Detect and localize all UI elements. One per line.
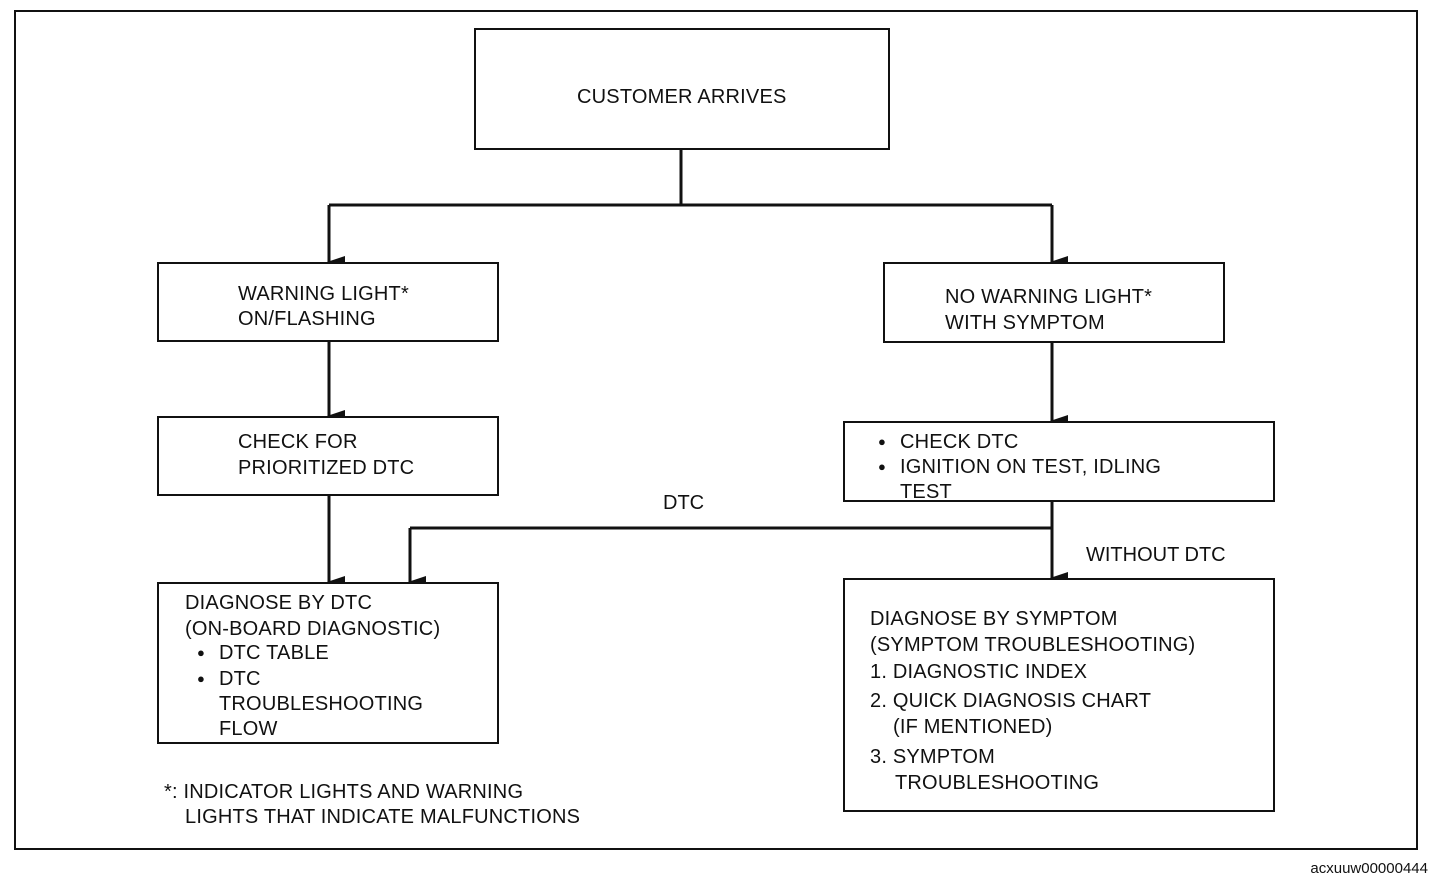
node-diagnose-dtc-line-2: (ON-BOARD DIAGNOSTIC) [185, 618, 441, 640]
node-check-dtc-item-2: IGNITION ON TEST, IDLING [878, 454, 1161, 480]
node-diagnose-dtc-line-1: DIAGNOSE BY DTC [185, 592, 373, 614]
node-customer-arrives: CUSTOMER ARRIVES [474, 28, 890, 150]
node-check-prioritized: CHECK FOR PRIORITIZED DTC [157, 416, 499, 496]
node-diagnose-dtc-continuation-1: TROUBLESHOOTING [219, 693, 424, 715]
footnote-line-2: LIGHTS THAT INDICATE MALFUNCTIONS [185, 806, 581, 828]
node-check-prioritized-line-2: PRIORITIZED DTC [238, 457, 415, 479]
node-diagnose-dtc-item-2: DTC [197, 666, 261, 692]
edge-label-dtc: DTC [663, 492, 705, 514]
node-diagnose-symptom: DIAGNOSE BY SYMPTOM (SYMPTOM TROUBLESHOO… [843, 578, 1275, 812]
node-warning-light: WARNING LIGHT* ON/FLASHING [157, 262, 499, 342]
diagram-frame [14, 10, 1418, 850]
node-diagnose-symptom-line-3: 1. DIAGNOSTIC INDEX [870, 661, 1088, 683]
node-warning-light-line-1: WARNING LIGHT* [238, 283, 409, 305]
node-check-dtc-item-1: CHECK DTC [878, 429, 1018, 455]
node-diagnose-dtc: DIAGNOSE BY DTC (ON-BOARD DIAGNOSTIC) DT… [157, 582, 499, 744]
node-warning-light-line-2: ON/FLASHING [238, 308, 376, 330]
node-diagnose-symptom-line-7: TROUBLESHOOTING [895, 772, 1100, 794]
node-diagnose-symptom-line-4: 2. QUICK DIAGNOSIS CHART [870, 690, 1152, 712]
node-check-dtc: CHECK DTC IGNITION ON TEST, IDLING TEST [843, 421, 1275, 503]
node-customer-arrives-label: CUSTOMER ARRIVES [577, 86, 787, 108]
node-diagnose-symptom-line-5: (IF MENTIONED) [893, 716, 1053, 738]
node-no-warning-light-line-2: WITH SYMPTOM [945, 312, 1105, 334]
figure-code: acxuuw00000444 [1310, 860, 1428, 877]
edge-label-without-dtc: WITHOUT DTC [1086, 544, 1226, 566]
node-diagnose-dtc-continuation-2: FLOW [219, 718, 278, 740]
footnote-line-1: *: INDICATOR LIGHTS AND WARNING [164, 781, 524, 803]
node-diagnose-symptom-line-6: 3. SYMPTOM [870, 746, 995, 768]
node-no-warning-light-line-1: NO WARNING LIGHT* [945, 286, 1153, 308]
node-check-prioritized-line-1: CHECK FOR [238, 431, 358, 453]
node-diagnose-symptom-line-1: DIAGNOSE BY SYMPTOM [870, 608, 1118, 630]
node-no-warning-light: NO WARNING LIGHT* WITH SYMPTOM [883, 262, 1225, 343]
node-check-dtc-continuation: TEST [900, 481, 952, 503]
node-diagnose-symptom-line-2: (SYMPTOM TROUBLESHOOTING) [870, 634, 1196, 656]
node-diagnose-dtc-item-1: DTC TABLE [197, 640, 329, 666]
